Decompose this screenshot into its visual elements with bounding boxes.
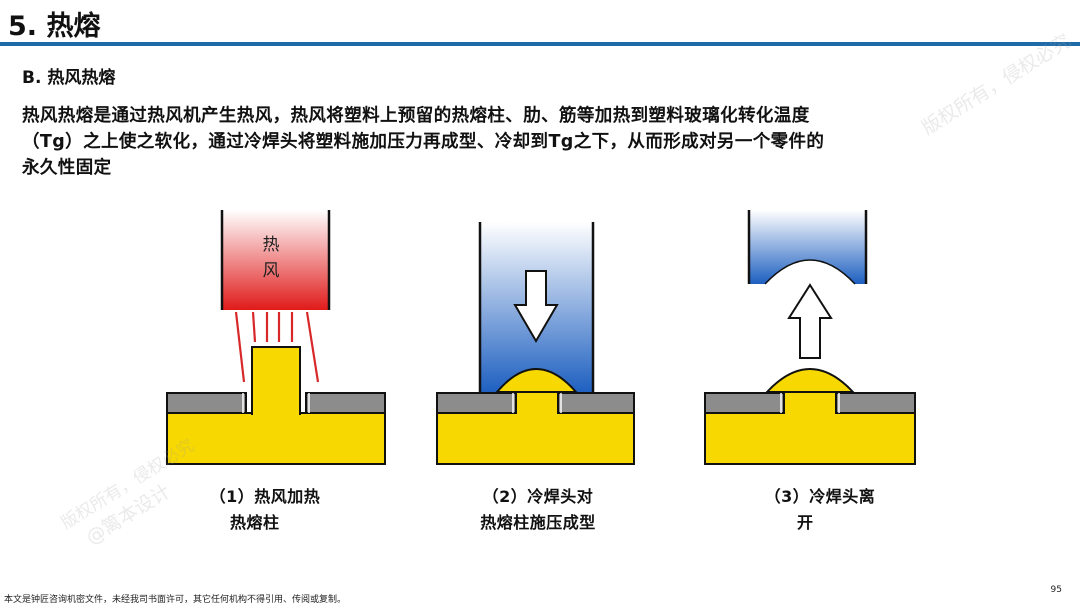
confidential-footer: 本文是钟匠咨询机密文件，未经我司书面许可，其它任何机构不得引用、传阅或复制。 xyxy=(4,595,347,605)
cold-weld-head-raised xyxy=(749,210,866,284)
caption-step-2: （2）冷焊头对 热熔柱施压成型 xyxy=(463,484,613,536)
paragraph-line-2: （Tg）之上使之软化，通过冷焊头将塑料施加压力再成型、冷却到Tg之下，从而形成对… xyxy=(22,132,825,152)
up-arrow-icon xyxy=(787,283,833,359)
finished-stake-dome xyxy=(764,368,856,393)
caption-step-2-line-2: 热熔柱施压成型 xyxy=(480,513,596,532)
page-title: 5. 热熔 xyxy=(8,11,101,42)
hot-air-label-2: 风 xyxy=(263,261,280,281)
caption-step-1: （1）热风加热 热熔柱 xyxy=(190,484,340,536)
title-divider xyxy=(0,42,1080,46)
paragraph-line-1: 热风热熔是通过热风机产生热风，热风将塑料上预留的热熔柱、肋、筋等加热到塑料玻璃化… xyxy=(22,106,810,126)
description-paragraph: 热风热熔是通过热风机产生热风，热风将塑料上预留的热熔柱、肋、筋等加热到塑料玻璃化… xyxy=(22,103,1032,181)
caption-step-2-line-1: （2）冷焊头对 xyxy=(482,487,594,506)
hot-air-label-1: 热 xyxy=(263,235,280,255)
hot-air-streams xyxy=(234,311,320,383)
mating-part-right xyxy=(305,392,386,414)
heat-stake-column xyxy=(251,346,301,415)
step3-cold-head-release xyxy=(704,210,916,465)
hot-air-nozzle xyxy=(222,210,329,310)
mating-part-left xyxy=(166,392,247,414)
caption-step-3-line-1: （3）冷焊头离 xyxy=(764,487,876,506)
section-heading: B. 热风热熔 xyxy=(22,68,116,88)
step2-cold-head-press xyxy=(436,222,635,465)
caption-step-1-line-2: 热熔柱 xyxy=(230,513,280,532)
page-number: 95 xyxy=(1050,585,1062,595)
caption-step-3-line-2: 开 xyxy=(797,513,814,532)
formed-stake-dome xyxy=(494,368,579,393)
caption-step-3: （3）冷焊头离 开 xyxy=(745,484,895,536)
paragraph-line-3: 永久性固定 xyxy=(22,158,112,178)
caption-step-1-line-1: （1）热风加热 xyxy=(209,487,321,506)
step1-hot-air-heating: 热 风 xyxy=(166,210,386,465)
down-arrow-icon xyxy=(513,270,559,343)
